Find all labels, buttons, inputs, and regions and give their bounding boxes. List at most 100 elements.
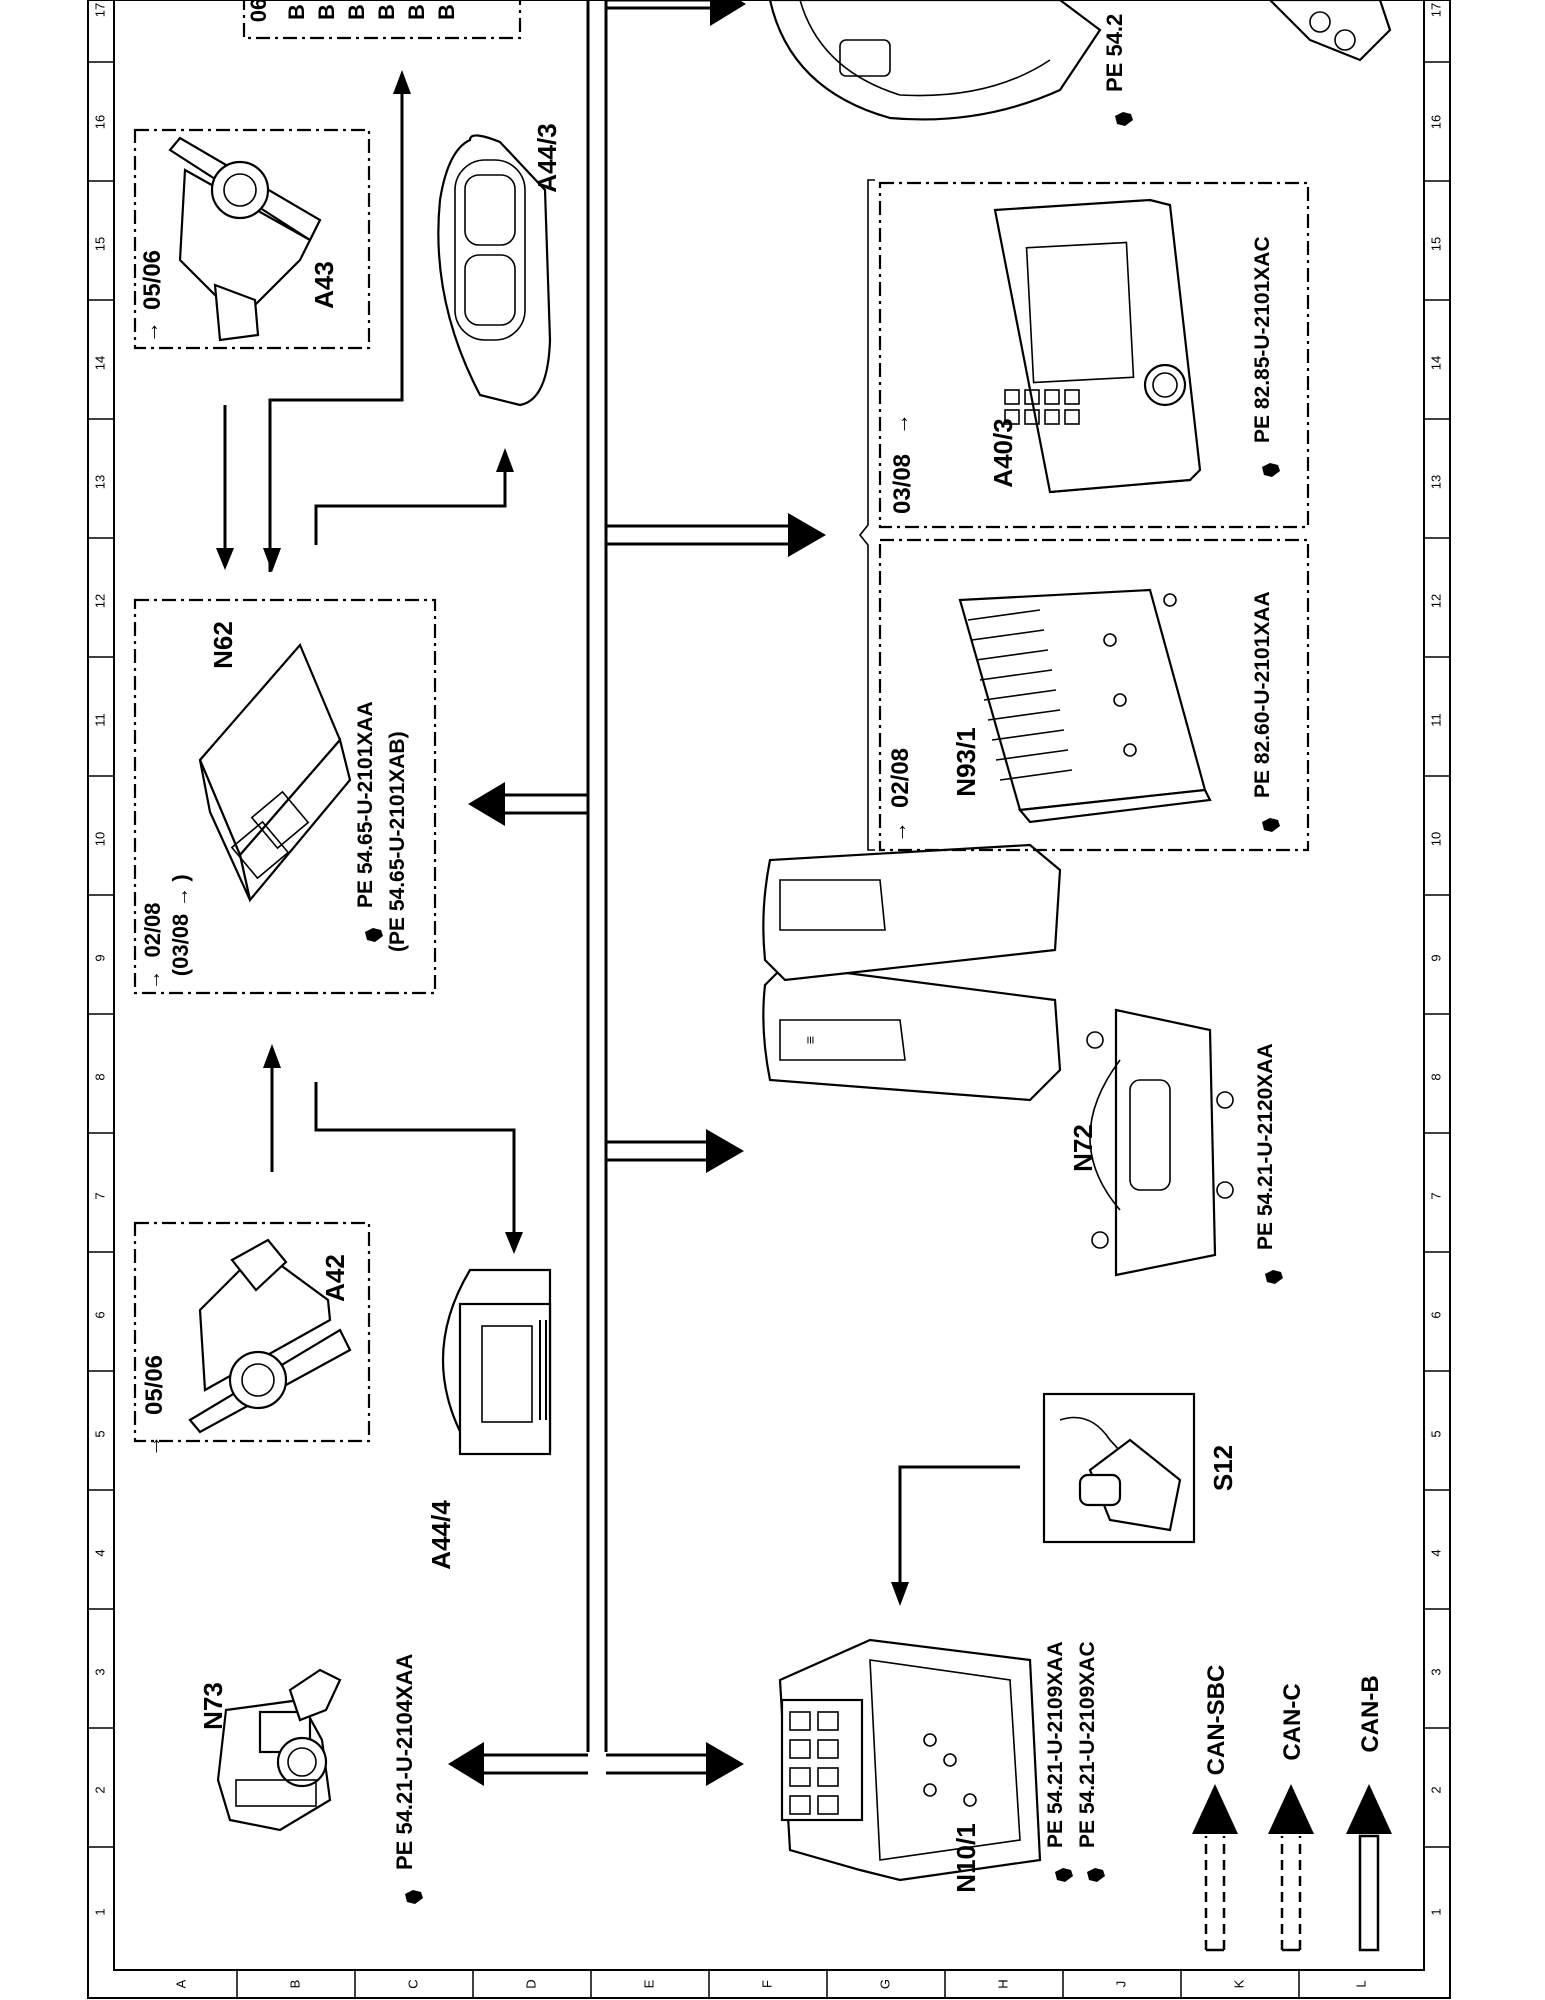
legend-arrowhead-icon — [1346, 1784, 1392, 1834]
n62-date2: (03/08 — [168, 914, 193, 976]
col-number: 15 — [1428, 237, 1443, 251]
a42-device-drawing — [188, 1238, 352, 1434]
col-number: 13 — [1428, 475, 1443, 489]
hand-pointer-icon — [1115, 112, 1133, 126]
date-arrow-icon: → — [888, 413, 913, 435]
a40-3-device-drawing — [993, 198, 1202, 494]
n62-date1: 02/08 — [140, 902, 165, 957]
row-letter: J — [1113, 1981, 1128, 1988]
col-number: 8 — [92, 1073, 107, 1080]
a43-device-drawing — [168, 136, 322, 342]
n93-1-optional-box — [878, 538, 1310, 852]
row-letter: K — [1231, 1979, 1246, 1988]
component-n72: ≡ N72 PE 54.21-U-2120XAA — [762, 843, 1283, 1284]
a40-3-label: A40/3 — [988, 418, 1018, 487]
col-number: 11 — [92, 713, 107, 727]
row-letter: D — [523, 1979, 538, 1988]
n72-label: N72 — [1068, 1124, 1098, 1172]
col-number: 13 — [92, 475, 107, 489]
col-number: 2 — [1428, 1786, 1443, 1793]
col-number: 9 — [92, 954, 107, 961]
col-number: 14 — [92, 356, 107, 370]
arrowhead-n73 — [448, 1742, 484, 1786]
n72-switch-upper-drawing: ≡ — [762, 963, 1062, 1102]
b-letter: B — [404, 4, 429, 20]
col-number: 6 — [1428, 1311, 1443, 1318]
n93-1-date: 02/08 — [887, 748, 914, 808]
hand-pointer-icon — [1265, 1270, 1283, 1284]
a43-label: A43 — [309, 261, 339, 309]
date-arrow-icon: → — [886, 821, 911, 843]
hand-pointer-icon — [1055, 1868, 1073, 1882]
row-letter: F — [759, 1980, 774, 1988]
a44-4-label: A44/4 — [426, 1500, 456, 1570]
n72-overhead-panel-drawing — [1086, 1008, 1234, 1277]
row-letter: E — [641, 1979, 656, 1988]
row-letter: A — [173, 1979, 188, 1988]
steering-wheel-drawing — [768, 0, 1102, 121]
col-number: 17 — [92, 3, 107, 17]
arrowhead-top — [710, 0, 746, 26]
hand-pointer-icon — [1262, 818, 1280, 832]
col-number: 17 — [1428, 3, 1443, 17]
row-letter: C — [405, 1979, 420, 1988]
s12-label: S12 — [1208, 1445, 1238, 1491]
col-number: 15 — [92, 237, 107, 251]
date-arrow-icon: → — [143, 970, 165, 990]
n62-label: N62 — [208, 621, 238, 669]
a40-3-optional-box — [878, 181, 1310, 529]
col-number: 16 — [92, 115, 107, 129]
hand-pointer-icon — [1262, 463, 1280, 477]
date-arrow-icon: → — [140, 1435, 165, 1457]
col-number: 4 — [92, 1549, 107, 1556]
component-a42: A42 05/06 → — [133, 1221, 371, 1457]
legend-can-c: CAN-C — [1268, 1683, 1314, 1952]
a42-date: 05/06 — [141, 1355, 168, 1415]
row-letter: B — [287, 1980, 302, 1989]
drawing-frame: A B C D E F G H J K L 1 2 3 4 5 6 7 8 9 … — [87, 0, 1451, 1999]
n62-ref2: (PE 54.65-U-2101XAB) — [386, 731, 409, 952]
can-arrowheads — [448, 0, 826, 1786]
n93-1-label: N93/1 — [951, 727, 981, 796]
col-number: 4 — [1428, 1549, 1443, 1556]
n72-ref: PE 54.21-U-2120XAA — [1254, 1043, 1277, 1250]
n10-1-ref2: PE 54.21-U-2109XAC — [1076, 1641, 1099, 1848]
connector-drawing — [1268, 0, 1392, 62]
legend-can-c-label: CAN-C — [1279, 1683, 1306, 1760]
legend-can-b: CAN-B — [1346, 1675, 1392, 1952]
can-bus — [480, 0, 790, 1775]
top-box-text: 06 — [246, 0, 271, 22]
arrowhead-n62 — [468, 782, 505, 826]
legend-can-b-label: CAN-B — [1357, 1675, 1384, 1752]
b-letter: B — [314, 4, 339, 20]
col-number: 1 — [92, 1908, 107, 1915]
arrowhead-n10-1 — [706, 1742, 744, 1786]
col-number: 10 — [1428, 832, 1443, 846]
b-letter: B — [344, 4, 369, 20]
a43-date: 05/06 — [139, 250, 166, 310]
top-right-ref: PE 54.2 — [1102, 14, 1127, 92]
component-a43: A43 05/06 → — [133, 128, 371, 350]
component-n62: N62 02/08 → (03/08 → ) PE 54.65-U-2101XA… — [133, 598, 437, 995]
col-number: 10 — [92, 832, 107, 846]
legend-can-sbc-label: CAN-SBC — [1203, 1665, 1230, 1776]
n93-1-device-drawing — [958, 588, 1212, 824]
n62-device-drawing — [198, 642, 352, 903]
signal-arrows — [223, 88, 1020, 1588]
n72-switch-symbol: ≡ — [802, 1036, 818, 1044]
col-number: 7 — [1428, 1192, 1443, 1199]
date-arrow-icon: → — [138, 321, 163, 343]
col-number: 3 — [92, 1668, 107, 1675]
n62-date2-close: ) — [168, 874, 193, 881]
col-number: 6 — [92, 1311, 107, 1318]
col-number: 14 — [1428, 356, 1443, 370]
n10-1-ref1: PE 54.21-U-2109XAA — [1044, 1641, 1067, 1848]
legend-arrowhead-icon — [1192, 1784, 1238, 1834]
col-number: 7 — [92, 1192, 107, 1199]
a42-label: A42 — [320, 1254, 350, 1302]
component-a44-3: A44/3 — [437, 123, 562, 407]
a44-3-device-drawing — [437, 134, 552, 407]
col-number: 8 — [1428, 1073, 1443, 1080]
a40-3-date: 03/08 — [889, 454, 916, 514]
